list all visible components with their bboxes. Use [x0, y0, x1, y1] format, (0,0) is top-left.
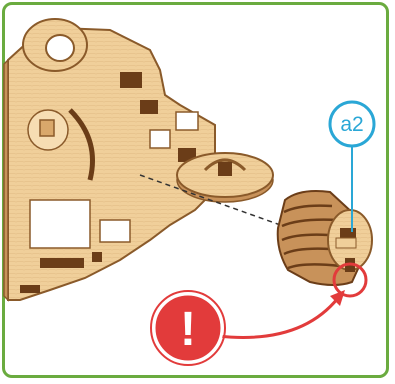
round-disc-part [177, 153, 273, 202]
callout-label: a2 [340, 113, 363, 136]
warning-arrow [218, 298, 338, 337]
stacked-gear-part [278, 191, 372, 285]
warning-symbol: ! [180, 303, 196, 356]
warning-icon: ! [151, 291, 225, 365]
wooden-frame-part [4, 19, 215, 300]
